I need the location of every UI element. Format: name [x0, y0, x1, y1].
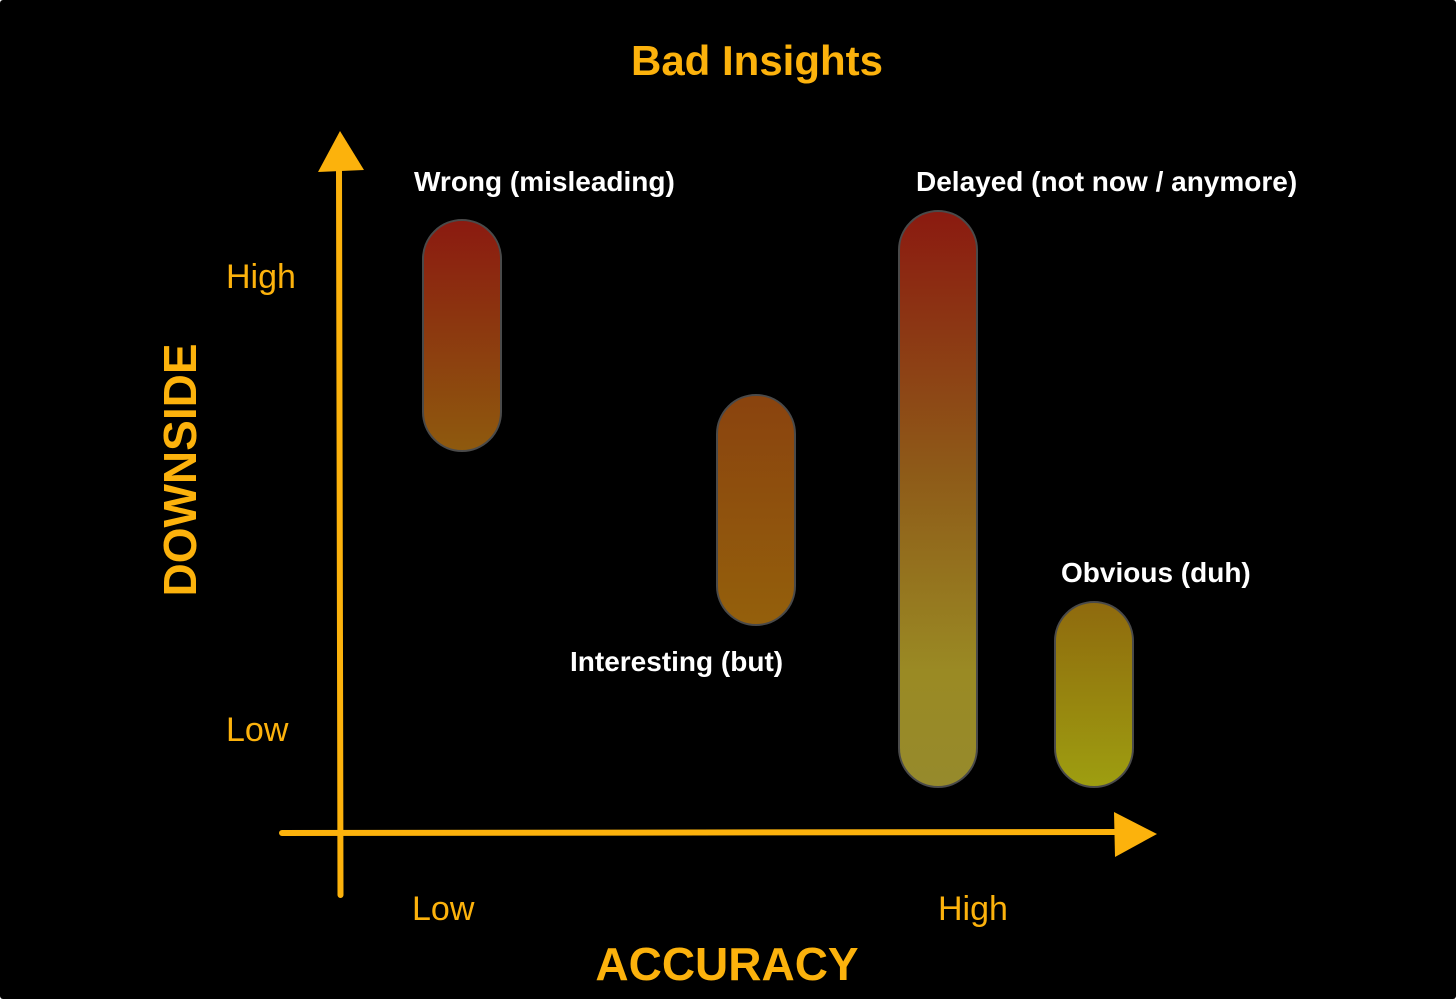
x-tick-high: High: [938, 890, 1008, 928]
item-interesting: Interesting (but): [570, 394, 796, 677]
y-axis-label: DOWNSIDE: [154, 344, 206, 597]
item-obvious-label: Obvious (duh): [1061, 557, 1251, 588]
y-axis-line: [336, 167, 344, 898]
item-wrong: Wrong (misleading): [414, 166, 675, 452]
x-axis-line: [279, 829, 1123, 836]
y-tick-high: High: [226, 258, 296, 296]
x-tick-low: Low: [412, 890, 475, 928]
item-interesting-label: Interesting (but): [570, 646, 783, 677]
y-tick-low: Low: [226, 711, 289, 749]
y-axis: [318, 131, 364, 898]
y-axis-arrow-icon: [318, 131, 364, 172]
item-delayed-label: Delayed (not now / anymore): [916, 166, 1297, 197]
item-interesting-bar: [716, 394, 796, 626]
item-obvious-bar: [1054, 601, 1134, 788]
item-wrong-bar: [422, 219, 502, 452]
item-delayed-bar: [898, 210, 978, 788]
x-axis: [279, 812, 1157, 857]
item-delayed: Delayed (not now / anymore): [898, 166, 1297, 788]
x-axis-label: ACCURACY: [595, 938, 858, 990]
item-obvious: Obvious (duh): [1054, 557, 1251, 788]
item-wrong-label: Wrong (misleading): [414, 166, 675, 197]
diagram-title: Bad Insights: [631, 37, 883, 84]
x-axis-arrow-icon: [1114, 812, 1157, 857]
